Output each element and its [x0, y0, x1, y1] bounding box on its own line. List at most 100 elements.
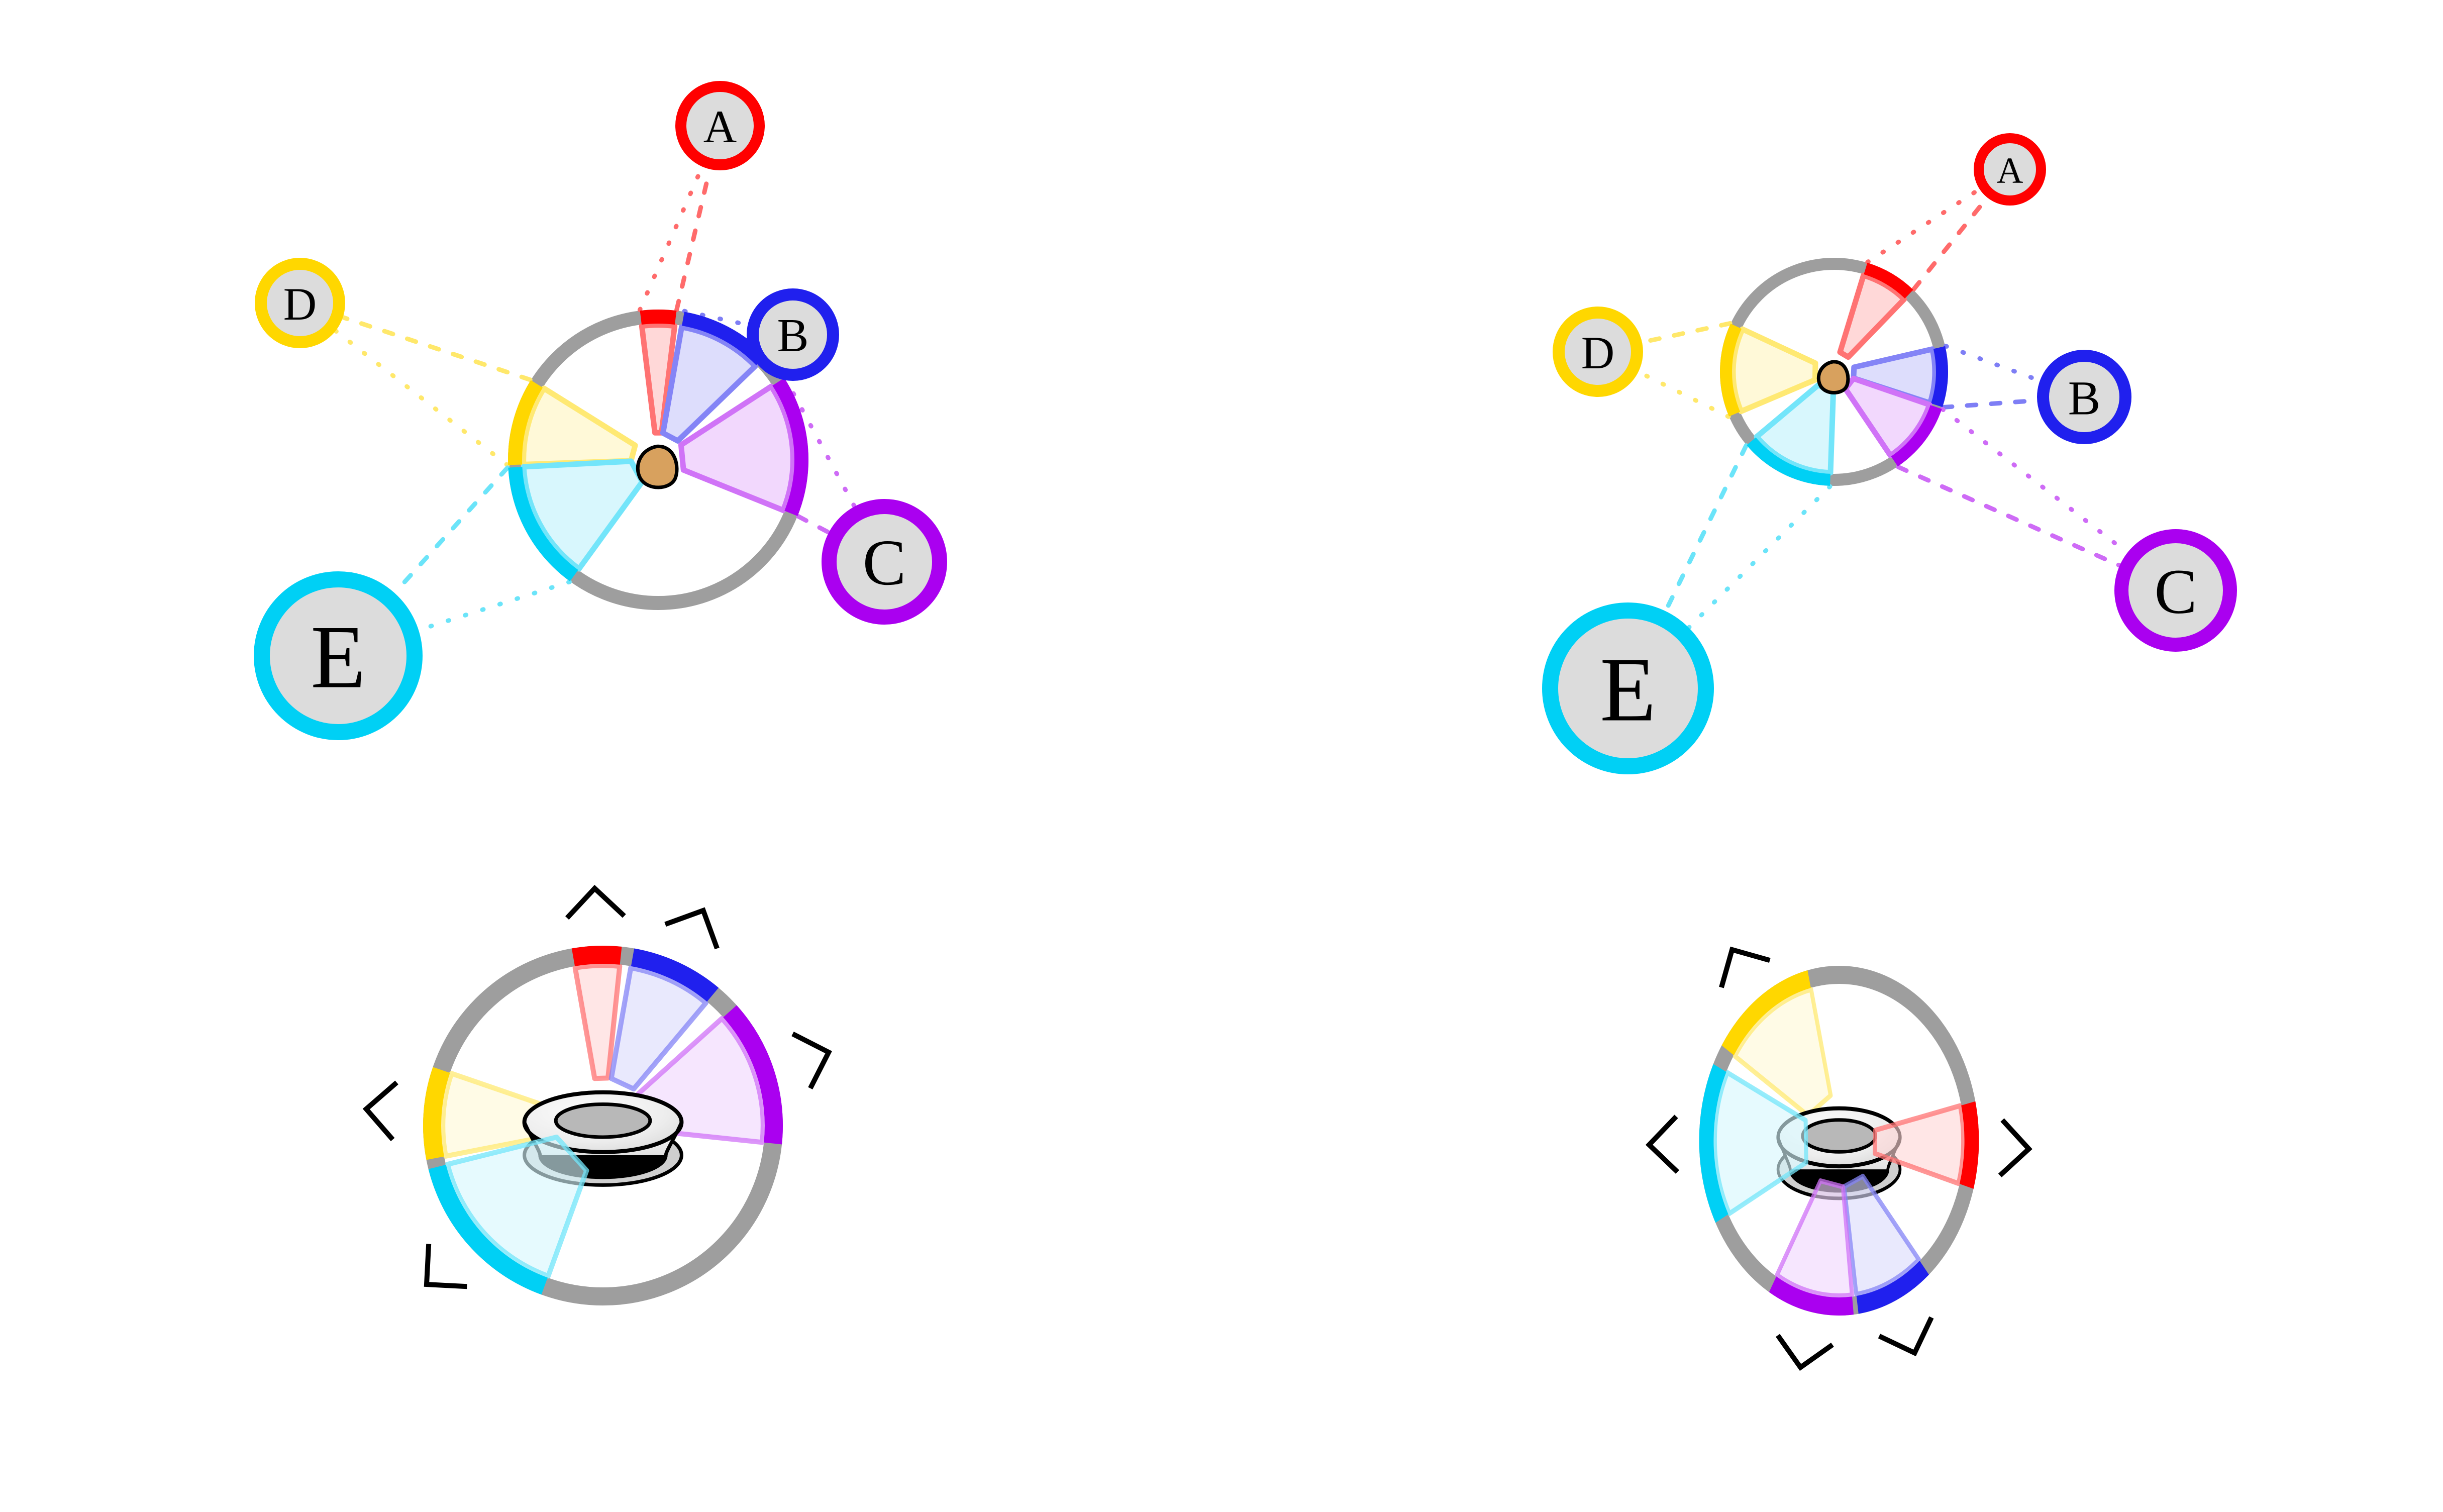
sector-E[interactable]: [508, 458, 645, 581]
sector-arc-C: [772, 378, 808, 517]
sector-wedge-C: [1775, 1178, 1854, 1298]
sectors-front: [1699, 1064, 1979, 1316]
legend-label-A: A: [1997, 150, 2023, 191]
sector-wedge-E: [1712, 1070, 1808, 1217]
sector-arc-A: [1959, 1101, 1979, 1189]
sector-arc-D: [508, 380, 543, 465]
angle-bracket-C: [791, 1032, 832, 1090]
sector-B[interactable]: [1842, 1173, 1929, 1314]
sector-wedge-D: [1733, 987, 1833, 1118]
sector-arc-D: [423, 1067, 450, 1160]
legend-label-A: A: [703, 101, 737, 152]
panel-group: A B C D E A B C D E: [254, 81, 2237, 1371]
torus-layer: [522, 1090, 684, 1187]
legend-node-D[interactable]: D: [1553, 307, 1643, 397]
legend-label-D: D: [1581, 327, 1614, 378]
sector-wedge-E: [521, 458, 645, 572]
sector-wedge-A: [639, 322, 678, 436]
sector-arc-B: [1931, 346, 1948, 408]
sector-D[interactable]: [1721, 970, 1833, 1118]
legend-node-B[interactable]: B: [2037, 350, 2131, 444]
sector-A[interactable]: [1837, 262, 1913, 360]
sector-arc-B: [1856, 1261, 1929, 1314]
sector-arc-D: [1719, 324, 1742, 417]
leader-line-B: [1943, 344, 2043, 383]
legend-node-B[interactable]: B: [747, 288, 839, 381]
legend-label-B: B: [777, 310, 809, 362]
sector-E[interactable]: [428, 1135, 589, 1295]
sector-wedge-A: [1873, 1103, 1966, 1186]
legend-label-C: C: [2155, 556, 2197, 627]
leader-line-E: [1663, 443, 1749, 614]
sector-arc-B: [682, 312, 767, 365]
sectors-behind: [1721, 970, 1833, 1118]
leader-line-A: [1865, 186, 1982, 265]
sector-D[interactable]: [508, 380, 638, 467]
legend-node-E[interactable]: E: [1542, 602, 1714, 774]
legend-ring-B: [747, 288, 839, 381]
leader-line-C: [1896, 464, 2122, 568]
leader-line-C: [782, 375, 857, 509]
torus-upper-hole: [554, 1102, 652, 1139]
legend-ring-D: [255, 258, 345, 348]
sector-E[interactable]: [1747, 382, 1837, 486]
sector-B[interactable]: [660, 312, 767, 444]
leader-line-E: [1686, 484, 1833, 630]
sector-arc-A: [571, 946, 622, 966]
torus-upper-hole: [1801, 1118, 1877, 1154]
sector-D[interactable]: [1719, 324, 1818, 417]
angle-bracket-E: [1645, 1115, 1679, 1174]
sector-arc-E: [1747, 437, 1830, 486]
sector-wedge-E: [445, 1135, 589, 1279]
legend-label-E: E: [1600, 639, 1656, 741]
panel-bottom-left: [362, 884, 832, 1305]
sector-A[interactable]: [1873, 1101, 1979, 1189]
sector-arc-A: [1864, 262, 1913, 298]
leader-line-C: [796, 514, 831, 535]
center-blob: [1816, 360, 1850, 394]
angle-bracket-B: [1878, 1316, 1934, 1357]
sector-arc-C: [723, 1005, 783, 1145]
leader-line-E: [416, 579, 572, 633]
legend-node-D[interactable]: D: [255, 258, 345, 348]
sector-wedge-D: [1730, 326, 1818, 415]
angle-bracket-A: [1998, 1118, 2032, 1177]
leader-line-C: [1940, 407, 2130, 555]
sector-arc-D: [1721, 970, 1811, 1056]
sector-wedge-B: [608, 965, 708, 1092]
leader-line-B: [1941, 398, 2040, 410]
leader-line-A: [674, 167, 712, 313]
panel-top-right: A B C D E: [1542, 133, 2237, 774]
sector-B[interactable]: [608, 948, 719, 1092]
leader-line-A: [1911, 195, 1990, 292]
leader-line-D: [1640, 321, 1733, 345]
sector-C[interactable]: [1843, 375, 1942, 467]
legend-ring-A: [675, 81, 765, 170]
leader-line-D: [1636, 369, 1731, 419]
legend-ring-A: [1974, 133, 2046, 206]
sector-arc-A: [640, 310, 677, 325]
legend-node-E[interactable]: E: [254, 571, 423, 740]
sector-wedge-D: [521, 385, 638, 467]
sector-E[interactable]: [1699, 1064, 1808, 1223]
sector-C[interactable]: [1769, 1178, 1854, 1316]
sector-C[interactable]: [678, 378, 808, 517]
legend-ring-B: [2037, 350, 2131, 444]
legend-node-A[interactable]: A: [675, 81, 765, 170]
dial-group: [423, 946, 783, 1305]
panel-top-left: A B C D E: [254, 81, 947, 740]
leader-line-D: [333, 328, 510, 467]
sector-arc-E: [1699, 1064, 1728, 1223]
sector-A[interactable]: [639, 310, 678, 436]
legend-node-C[interactable]: C: [822, 499, 947, 625]
sectors-front: [428, 1135, 589, 1295]
bracket-group: [362, 884, 832, 1289]
legend-node-C[interactable]: C: [2114, 529, 2237, 652]
leader-line-B: [682, 309, 750, 327]
sector-A[interactable]: [571, 946, 623, 1081]
legend-node-A[interactable]: A: [1974, 133, 2046, 206]
legend-label-E: E: [311, 607, 366, 707]
leader-line-E: [392, 465, 510, 595]
angle-bracket-A: [565, 884, 626, 920]
